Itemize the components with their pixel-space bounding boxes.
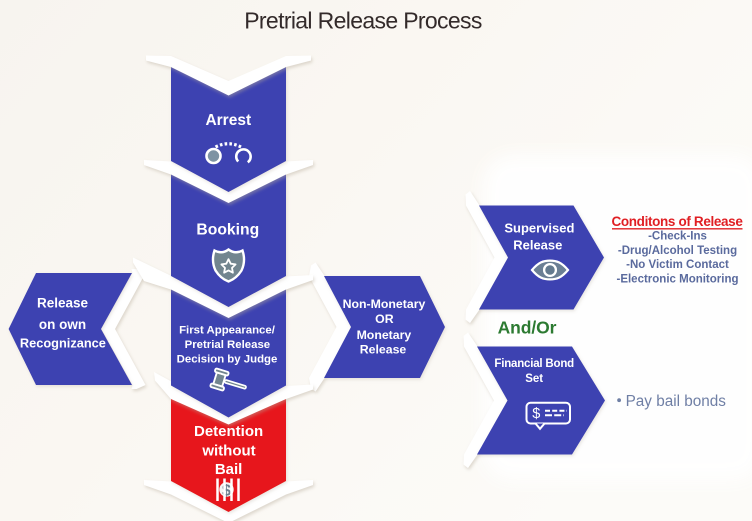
svg-text:Decision by Judge: Decision by Judge	[177, 353, 278, 365]
svg-text:-Drug/Alcohol Testing: -Drug/Alcohol Testing	[618, 245, 737, 257]
svg-text:Detention: Detention	[194, 423, 263, 440]
svg-text:Release: Release	[513, 238, 562, 253]
svg-text:Recognizance: Recognizance	[20, 336, 106, 351]
svg-text:-Check-Ins: -Check-Ins	[648, 231, 707, 243]
svg-text:-Electronic Monitoring: -Electronic Monitoring	[616, 273, 738, 285]
svg-text:Release: Release	[37, 296, 89, 311]
svg-text:Non-Monetary: Non-Monetary	[343, 297, 426, 311]
svg-text:Pretrial Release Process: Pretrial Release Process	[244, 8, 482, 34]
svg-text:$: $	[532, 406, 540, 422]
svg-text:Pretrial Release: Pretrial Release	[185, 339, 271, 351]
svg-text:Supervised: Supervised	[504, 221, 574, 236]
svg-text:on own: on own	[39, 317, 86, 332]
svg-text:Financial Bond: Financial Bond	[494, 358, 574, 370]
svg-text:First Appearance/: First Appearance/	[179, 325, 276, 337]
svg-text:Set: Set	[525, 373, 543, 385]
svg-text:Booking: Booking	[196, 222, 259, 239]
svg-text:Arrest: Arrest	[205, 112, 251, 129]
svg-text:Conditons of Release: Conditons of Release	[611, 214, 743, 229]
svg-text:Release: Release	[360, 343, 407, 357]
svg-text:-No Victim Contact: -No Victim Contact	[626, 259, 729, 271]
svg-text:And/Or: And/Or	[498, 318, 557, 338]
svg-text:Bail: Bail	[215, 461, 243, 478]
svg-text:OR: OR	[375, 312, 394, 326]
svg-text:without: without	[201, 443, 255, 460]
svg-text:$: $	[222, 483, 231, 500]
svg-text:Monetary: Monetary	[357, 328, 412, 342]
svg-text:Pay bail bonds: Pay bail bonds	[626, 393, 727, 410]
